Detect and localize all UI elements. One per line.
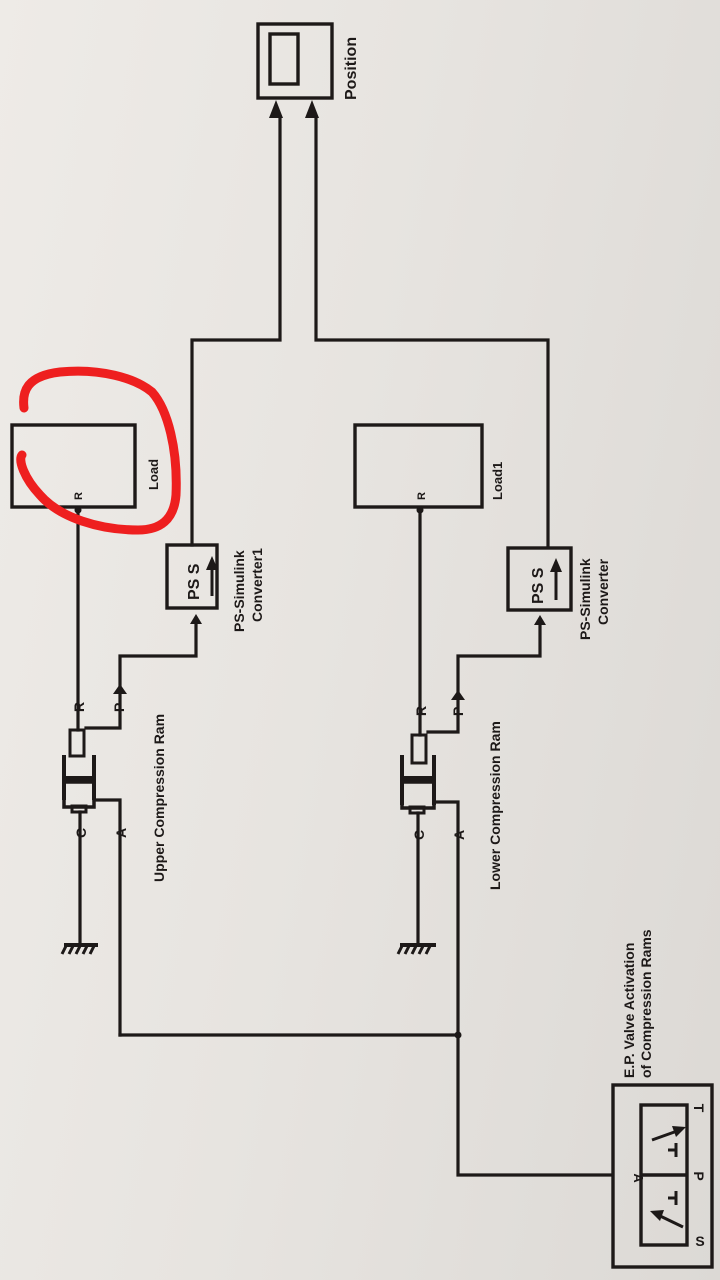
lower-ram-chamber [400,780,436,810]
converter1-box [165,543,219,610]
lower-ram-a-line [432,800,460,1037]
valve-port-s: S [695,1233,704,1249]
valve-label-2: of Compression Rams [638,929,654,1078]
upper-ram-port-p: P [111,703,127,712]
upper-ram-piston [64,776,94,782]
load-block[interactable]: R Load [10,423,161,509]
upper-ram-a-line [92,798,122,1037]
lower-position-connection [426,623,542,734]
converter-box [506,546,573,612]
load1-block[interactable]: R Load1 [353,423,505,509]
valve-blocked-1 [668,1143,678,1157]
upper-ram-port-a: A [113,828,129,838]
valve-blocked-2 [668,1191,678,1205]
load1-port-dot [416,506,424,514]
upper-ram-label: Upper Compression Ram [151,714,167,882]
red-circle-annotation [16,366,181,535]
upper-ram-p-arrow [113,684,127,694]
load-box [10,423,137,509]
scope-screen [268,32,300,86]
converter1-arrow-head [206,556,218,570]
lower-ram-p-arrow [451,690,465,700]
converter-label-2: Converter [595,558,611,625]
scope-outer [256,22,334,100]
load1-label: Load1 [490,462,505,500]
lower-ram-port-c: C [411,830,427,840]
valve-port-p: P [691,1171,707,1180]
lower-ram-piston [402,776,434,782]
load-label: Load [146,459,161,490]
valve-outer [611,1083,714,1269]
scope-input-arrow-1 [269,100,283,118]
upper-compression-ram-block[interactable]: R P C A Upper Compression Ram [60,506,198,1037]
signal-line-upper [190,116,282,547]
supply-line-to-valve [456,1033,614,1177]
converter-arrow-head [550,558,562,572]
lower-ram-port-p: P [450,707,466,716]
converter-input-port [534,615,546,625]
converter1-label-1: PS-Simulink [231,550,247,632]
converter1-glyph: PS S [186,563,203,600]
scope-label: Position [343,37,360,100]
lower-compression-ram-block[interactable]: R P C A Lower Compression Ram [396,506,542,1037]
ep-valve-block[interactable]: A S P T E.P. Valve Activation of Compres… [611,929,714,1269]
converter1-input-port [190,614,202,624]
load1-port-r: R [416,492,428,500]
upper-ram-rod [68,728,86,758]
converter-label-1: PS-Simulink [577,558,593,640]
valve-arrow-1-head [672,1126,686,1137]
ps-simulink-converter-block[interactable]: PS S PS-Simulink Converter [506,546,611,640]
lower-ram-port-a: A [451,830,467,840]
lower-ram-label: Lower Compression Ram [487,721,503,890]
lower-ram-rod [410,733,428,765]
signal-line-lower [314,116,550,547]
lower-ram-port-r: R [413,706,429,716]
converter-glyph: PS S [530,567,547,604]
ps-simulink-converter1-block[interactable]: PS S PS-Simulink Converter1 [165,543,265,632]
lower-ground-icon [396,943,436,955]
position-scope-block[interactable]: Position [256,22,360,118]
upper-ram-port-r: R [71,702,87,712]
valve-arrow-2-head [650,1210,664,1221]
upper-position-connection [84,622,198,730]
upper-ram-port-c: C [73,828,89,838]
converter1-label-2: Converter1 [249,548,265,622]
upper-ground-icon [60,943,98,955]
valve-port-a: A [631,1173,646,1183]
scope-input-arrow-2 [305,100,319,118]
upper-ram-chamber [62,780,96,809]
load-port-r: R [73,492,85,500]
load-port-dot [74,506,82,514]
valve-port-t: T [691,1104,707,1113]
valve-label-1: E.P. Valve Activation [621,943,637,1078]
